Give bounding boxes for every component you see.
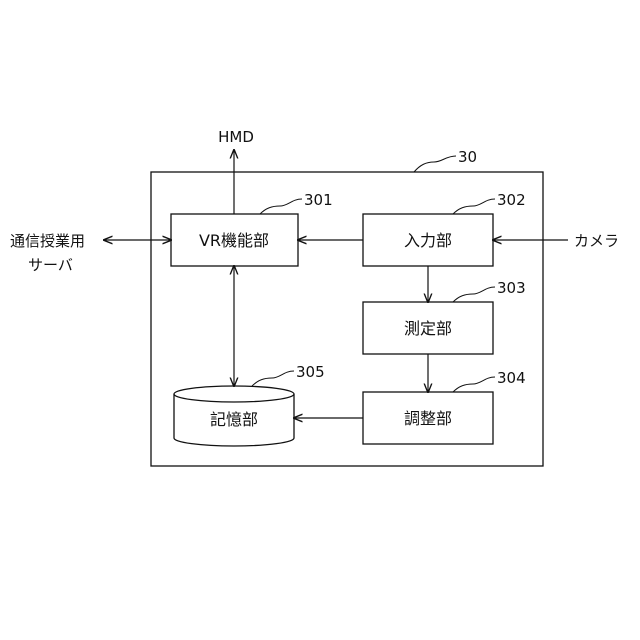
adjust-ref: 304: [497, 369, 526, 387]
measure-ref: 303: [497, 279, 526, 297]
adjust-label: 調整部: [404, 409, 452, 428]
camera-label: カメラ: [574, 232, 619, 250]
measure-label: 測定部: [404, 319, 452, 338]
vr-leader-line: [260, 199, 302, 214]
server-label-line2: サーバ: [28, 256, 73, 274]
adjust-leader-line: [453, 377, 495, 392]
storage-leader-line: [252, 371, 294, 386]
vr-function-label: VR機能部: [199, 231, 269, 250]
input-label: 入力部: [404, 231, 452, 250]
input-ref: 302: [497, 191, 526, 209]
device-leader-line: [414, 156, 456, 172]
hmd-label: HMD: [218, 128, 254, 146]
storage-label: 記憶部: [210, 410, 258, 429]
input-leader-line: [453, 199, 495, 214]
measure-leader-line: [453, 287, 495, 302]
device-ref: 30: [458, 148, 477, 166]
server-label-line1: 通信授業用: [10, 232, 85, 250]
storage-ref: 305: [296, 363, 325, 381]
vr-ref: 301: [304, 191, 333, 209]
